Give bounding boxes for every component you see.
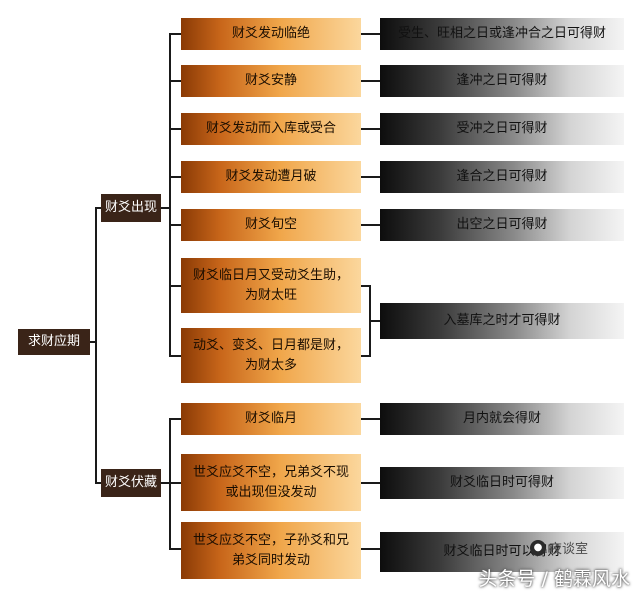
condition-6: 财爻临日月又受动爻生助，为财太旺	[181, 258, 361, 313]
bracket-top	[360, 285, 370, 287]
link-2	[360, 80, 380, 82]
watermark-logo-text: 夜谈室	[548, 542, 588, 557]
condition-8: 财爻临月	[181, 403, 361, 435]
result-2: 逢冲之日可得财	[380, 65, 624, 97]
condition-3: 财爻发动而入库或受合	[181, 113, 361, 145]
root-connector	[90, 341, 96, 343]
branch-hidden: 财爻伏藏	[101, 469, 161, 497]
condition-9: 世爻应爻不空，兄弟爻不现或出现但没发动	[181, 454, 361, 511]
branch1-stub	[95, 207, 101, 209]
branch-present: 财爻出现	[101, 194, 161, 222]
wechat-icon: ●	[529, 539, 546, 556]
cond-stub-7	[169, 355, 181, 357]
condition-2: 财爻安静	[181, 65, 361, 97]
condition-10: 世爻应爻不空，子孙爻和兄弟爻同时发动	[181, 522, 361, 579]
cond-stub-8	[169, 418, 181, 420]
result-3: 受冲之日可得财	[380, 113, 624, 145]
cond-stub-2	[169, 80, 181, 82]
result-4: 逢合之日可得财	[380, 161, 624, 193]
link-9	[360, 482, 380, 484]
link-5	[360, 224, 380, 226]
watermark-logo: ● 夜谈室	[529, 538, 588, 557]
link-4	[360, 176, 380, 178]
condition-7: 动爻、变爻、日月都是财，为财太多	[181, 328, 361, 383]
condition-5: 财爻旬空	[181, 209, 361, 241]
result-9: 财爻临日时可以得财	[380, 532, 624, 572]
cond-stub-6	[169, 285, 181, 287]
watermark-footer-text: 头条号 / 鹤霖风水	[478, 568, 630, 590]
bracket-out	[369, 320, 381, 322]
cond-stub-4	[169, 176, 181, 178]
link-10	[360, 548, 380, 550]
branch2-stub	[95, 482, 101, 484]
cond-stub-3	[169, 128, 181, 130]
branch1-connector	[160, 207, 170, 209]
condition-4: 财爻发动遭月破	[181, 161, 361, 193]
watermark-footer: 头条号 / 鹤霖风水	[479, 564, 630, 591]
cond-stub-1	[169, 33, 181, 35]
result-1: 受生、旺相之日或逢冲合之日可得财	[380, 18, 624, 50]
branch2-connector	[160, 482, 170, 484]
link-1	[360, 33, 380, 35]
result-7: 月内就会得财	[380, 403, 624, 435]
cond-stub-10	[169, 548, 181, 550]
root-trunk	[95, 207, 97, 483]
cond-stub-5	[169, 224, 181, 226]
bracket-bottom	[360, 355, 370, 357]
branch1-trunk	[169, 33, 171, 355]
link-3	[360, 128, 380, 130]
cond-stub-9	[169, 482, 181, 484]
link-8	[360, 418, 380, 420]
result-5: 出空之日可得财	[380, 209, 624, 241]
root-node: 求财应期	[18, 329, 90, 355]
result-8: 财爻临日时可得财	[380, 467, 624, 499]
result-6: 入墓库之时才可得财	[380, 303, 624, 339]
condition-1: 财爻发动临绝	[181, 18, 361, 50]
